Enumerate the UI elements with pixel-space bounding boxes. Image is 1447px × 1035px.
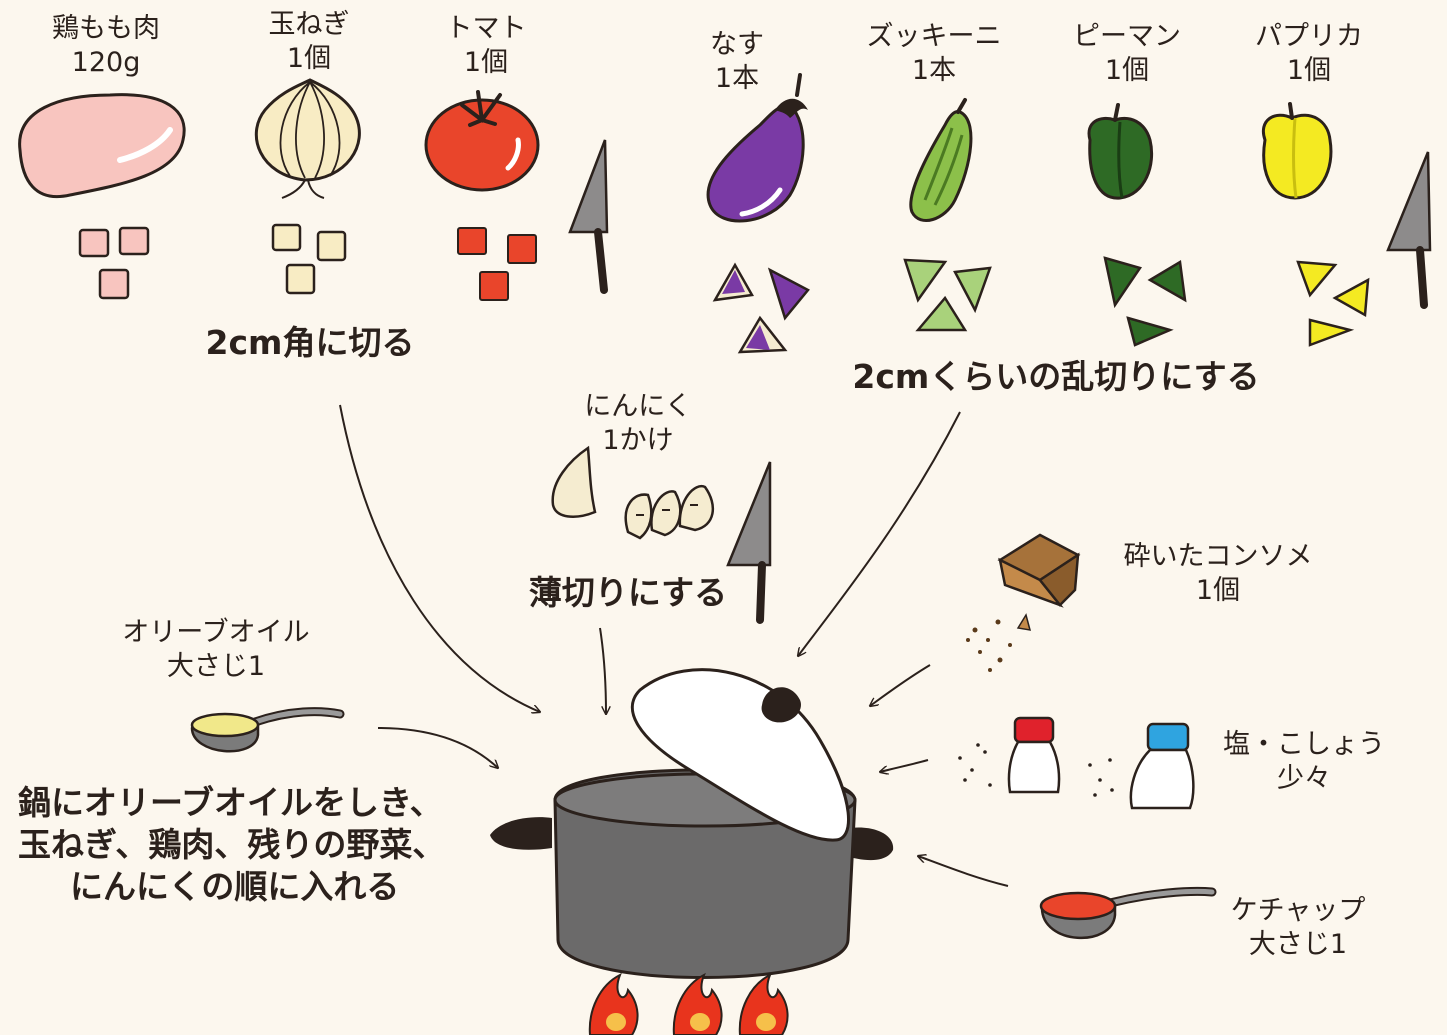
salt-pepper-label: 塩・こしょう 少々 xyxy=(1223,728,1385,796)
onion-label: 玉ねぎ 1個 xyxy=(269,8,350,76)
flame-icon xyxy=(588,972,789,1035)
tomato-cubes-icon xyxy=(457,227,537,301)
step-slice-thin: 薄切りにする xyxy=(528,573,728,612)
measuring-spoon-icon xyxy=(190,707,345,753)
consomme-label: 砕いたコンソメ 1個 xyxy=(1124,540,1313,608)
tomato-qty: 1個 xyxy=(463,47,509,78)
zucchini-label: ズッキーニ 1本 xyxy=(867,20,1002,88)
chicken-icon xyxy=(18,93,186,198)
measuring-spoon-icon-2 xyxy=(1039,886,1217,939)
zucchini-pieces-icon xyxy=(903,258,992,332)
garlic-qty: 1かけ xyxy=(602,425,674,456)
onion-icon xyxy=(254,78,361,199)
green-pepper-label: ピーマン 1個 xyxy=(1073,20,1181,88)
green-pepper-name: ピーマン xyxy=(1073,21,1181,52)
eggplant-qty: 1本 xyxy=(714,63,760,94)
zucchini-name: ズッキーニ xyxy=(866,21,1002,52)
garlic-icon xyxy=(551,445,715,540)
step-pot-order: 鍋にオリーブオイルをしき、 玉ねぎ、鶏肉、残りの野菜、 にんにくの順に入れる xyxy=(18,782,445,908)
step-pot-order-line-3: にんにくの順に入れる xyxy=(70,867,400,906)
chicken-cubes-icon xyxy=(78,226,150,300)
paprika-icon xyxy=(1261,102,1333,200)
onion-cubes-icon xyxy=(271,223,347,295)
step-pot-order-line-1: 鍋にオリーブオイルをしき、 xyxy=(18,783,443,822)
onion-name: 玉ねぎ xyxy=(268,9,350,40)
chicken-name: 鶏もも肉 xyxy=(52,13,160,44)
olive-oil-label: オリーブオイル 大さじ1 xyxy=(122,616,309,684)
garlic-name: にんにく xyxy=(584,391,692,422)
zucchini-icon xyxy=(909,98,973,222)
eggplant-label: なす 1本 xyxy=(710,28,764,96)
paprika-label: パプリカ 1個 xyxy=(1255,20,1363,88)
lid-icon xyxy=(630,668,850,842)
eggplant-icon xyxy=(706,73,808,223)
green-pepper-pieces-icon xyxy=(1103,256,1187,347)
eggplant-name: なす xyxy=(710,29,764,60)
olive-oil-qty: 大さじ1 xyxy=(166,651,266,682)
chicken-label: 鶏もも肉 120g xyxy=(52,12,160,80)
arrow-icon xyxy=(339,404,1009,887)
tomato-icon xyxy=(424,90,540,192)
step-pot-order-line-2: 玉ねぎ、鶏肉、残りの野菜、 xyxy=(18,825,446,864)
consomme-name: 砕いたコンソメ xyxy=(1123,541,1313,572)
ketchup-label: ケチャップ 大さじ1 xyxy=(1231,894,1366,962)
chicken-qty: 120g xyxy=(71,47,141,78)
knife-icon-2 xyxy=(1386,151,1432,309)
consomme-qty: 1個 xyxy=(1195,575,1241,606)
tomato-name: トマト xyxy=(445,13,527,44)
garlic-label: にんにく 1かけ xyxy=(584,390,691,458)
paprika-pieces-icon xyxy=(1296,260,1370,347)
onion-qty: 1個 xyxy=(286,43,332,74)
knife-icon-3 xyxy=(726,461,772,624)
consomme-icon xyxy=(966,533,1081,672)
salt-shaker-icon xyxy=(958,716,1061,794)
step-cut-random: 2cmくらいの乱切りにする xyxy=(852,357,1260,396)
step-cut-cubes: 2cm角に切る xyxy=(205,323,415,362)
paprika-qty: 1個 xyxy=(1286,55,1332,86)
salt-pepper-qty: 少々 xyxy=(1277,763,1331,794)
salt-pepper-name: 塩・こしょう xyxy=(1223,729,1385,760)
eggplant-pieces-icon xyxy=(712,262,810,354)
green-pepper-icon xyxy=(1087,103,1154,200)
knife-icon xyxy=(568,139,609,294)
pepper-shaker-icon xyxy=(1088,722,1195,810)
ketchup-qty: 大さじ1 xyxy=(1248,929,1348,960)
zucchini-qty: 1本 xyxy=(911,55,957,86)
tomato-label: トマト 1個 xyxy=(446,12,527,80)
paprika-name: パプリカ xyxy=(1255,21,1363,52)
green-pepper-qty: 1個 xyxy=(1104,55,1150,86)
olive-oil-name: オリーブオイル xyxy=(122,617,310,648)
ketchup-name: ケチャップ xyxy=(1230,895,1366,926)
